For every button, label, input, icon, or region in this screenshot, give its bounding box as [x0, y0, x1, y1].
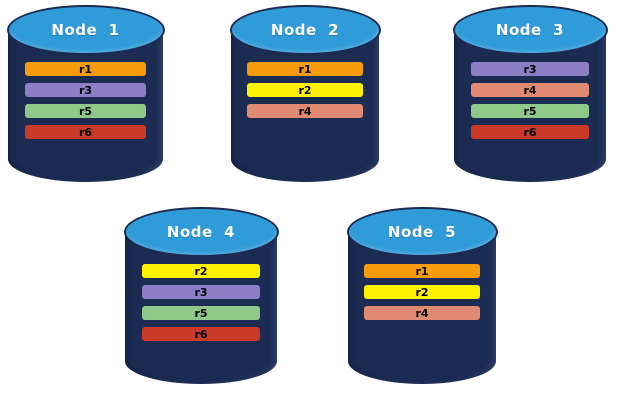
replica-bar-r6[interactable]: r6 — [141, 327, 261, 341]
replica-bar-r5[interactable]: r5 — [141, 306, 261, 320]
cylinder-top-ellipse — [454, 6, 606, 54]
replica-bar-r2[interactable]: r2 — [247, 83, 363, 97]
cylinder-top-ellipse — [8, 6, 163, 54]
replica-bar-r1[interactable]: r1 — [25, 62, 146, 76]
database-node-1[interactable]: Node 1 r1 r3 r5 r6 — [6, 4, 165, 182]
replica-list: r3 r4 r5 r6 — [454, 62, 606, 139]
node-label: Node 3 — [495, 20, 565, 39]
replica-bar-r3[interactable]: r3 — [141, 285, 261, 299]
replica-bar-r4[interactable]: r4 — [364, 306, 480, 320]
database-node-4[interactable]: Node 4 r2 r3 r5 r6 — [123, 206, 279, 384]
replica-bar-r4[interactable]: r4 — [470, 83, 590, 97]
replica-list: r1 r3 r5 r6 — [8, 62, 163, 139]
replica-bar-r5[interactable]: r5 — [470, 104, 590, 118]
replica-list: r1 r2 r4 — [231, 62, 379, 118]
replica-bar-r1[interactable]: r1 — [247, 62, 363, 76]
replica-list: r2 r3 r5 r6 — [125, 264, 277, 341]
node-label: Node 1 — [51, 20, 120, 39]
node-label: Node 2 — [270, 20, 340, 39]
replica-bar-r5[interactable]: r5 — [25, 104, 146, 118]
database-node-3[interactable]: Node 3 r3 r4 r5 r6 — [452, 4, 608, 182]
replica-bar-r3[interactable]: r3 — [25, 83, 146, 97]
database-node-5[interactable]: Node 5 r1 r2 r4 — [346, 206, 498, 384]
replica-list: r1 r2 r4 — [348, 264, 496, 320]
cylinder-top-ellipse — [231, 6, 379, 54]
database-node-2[interactable]: Node 2 r1 r2 r4 — [229, 4, 381, 182]
replica-bar-r6[interactable]: r6 — [470, 125, 590, 139]
cylinder-top-ellipse — [125, 208, 277, 256]
cylinder-top-ellipse — [348, 208, 496, 256]
node-label: Node 4 — [166, 222, 236, 241]
replica-bar-r1[interactable]: r1 — [364, 264, 480, 278]
replica-bar-r2[interactable]: r2 — [141, 264, 261, 278]
node-label: Node 5 — [387, 222, 457, 241]
replica-bar-r2[interactable]: r2 — [364, 285, 480, 299]
replica-bar-r3[interactable]: r3 — [470, 62, 590, 76]
replica-bar-r4[interactable]: r4 — [247, 104, 363, 118]
replica-bar-r6[interactable]: r6 — [25, 125, 146, 139]
